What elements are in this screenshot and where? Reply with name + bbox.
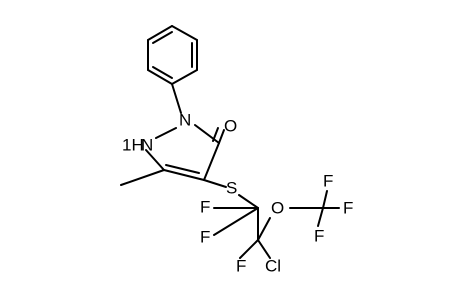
atom-o-ether: O [271,199,284,218]
atom-cl: Cl [265,257,281,276]
bond-ph-5 [147,69,173,85]
atom-f-1: F [200,198,210,217]
bond-cf3-f-top [322,190,328,209]
bond-ph-inner-1 [152,31,173,44]
bond-n-nh [155,127,177,139]
bond-ph-1 [147,25,173,41]
bond-s-cf2 [238,194,259,209]
bond-c4-c5 [163,169,205,181]
atom-n-1: N [141,136,153,155]
bond-c5-methyl [120,169,165,186]
bond-n-c3 [194,124,220,144]
bond-ph-4 [171,69,198,85]
bond-c5-nh [145,149,165,171]
bond-cf3-f-bottom [317,207,324,227]
bond-c-f [239,239,259,259]
atom-s: S [226,179,237,198]
atom-f-3: F [236,257,246,276]
atom-f-6: F [314,227,324,246]
bond-c4-c5-double [165,164,200,174]
bond-c-cl [257,239,271,259]
bond-c3-o [218,129,225,144]
bond-ph-2 [171,25,198,41]
atom-nh: 1H [122,136,144,155]
atom-n-ring: N [179,111,191,130]
atom-f-5: F [343,199,353,218]
bond-c3-o-double [212,127,219,142]
atom-f-4: F [323,172,333,191]
bond-ph-inner-3 [152,66,173,79]
bond-c3-c4 [203,142,220,181]
atom-f-2: F [200,228,210,247]
bond-c4-s [203,179,227,188]
bond-cf2-f-lower [213,207,259,236]
bond-c-o [257,217,271,241]
atom-o-carbonyl: O [224,117,237,136]
bond-ph-n [171,83,182,114]
